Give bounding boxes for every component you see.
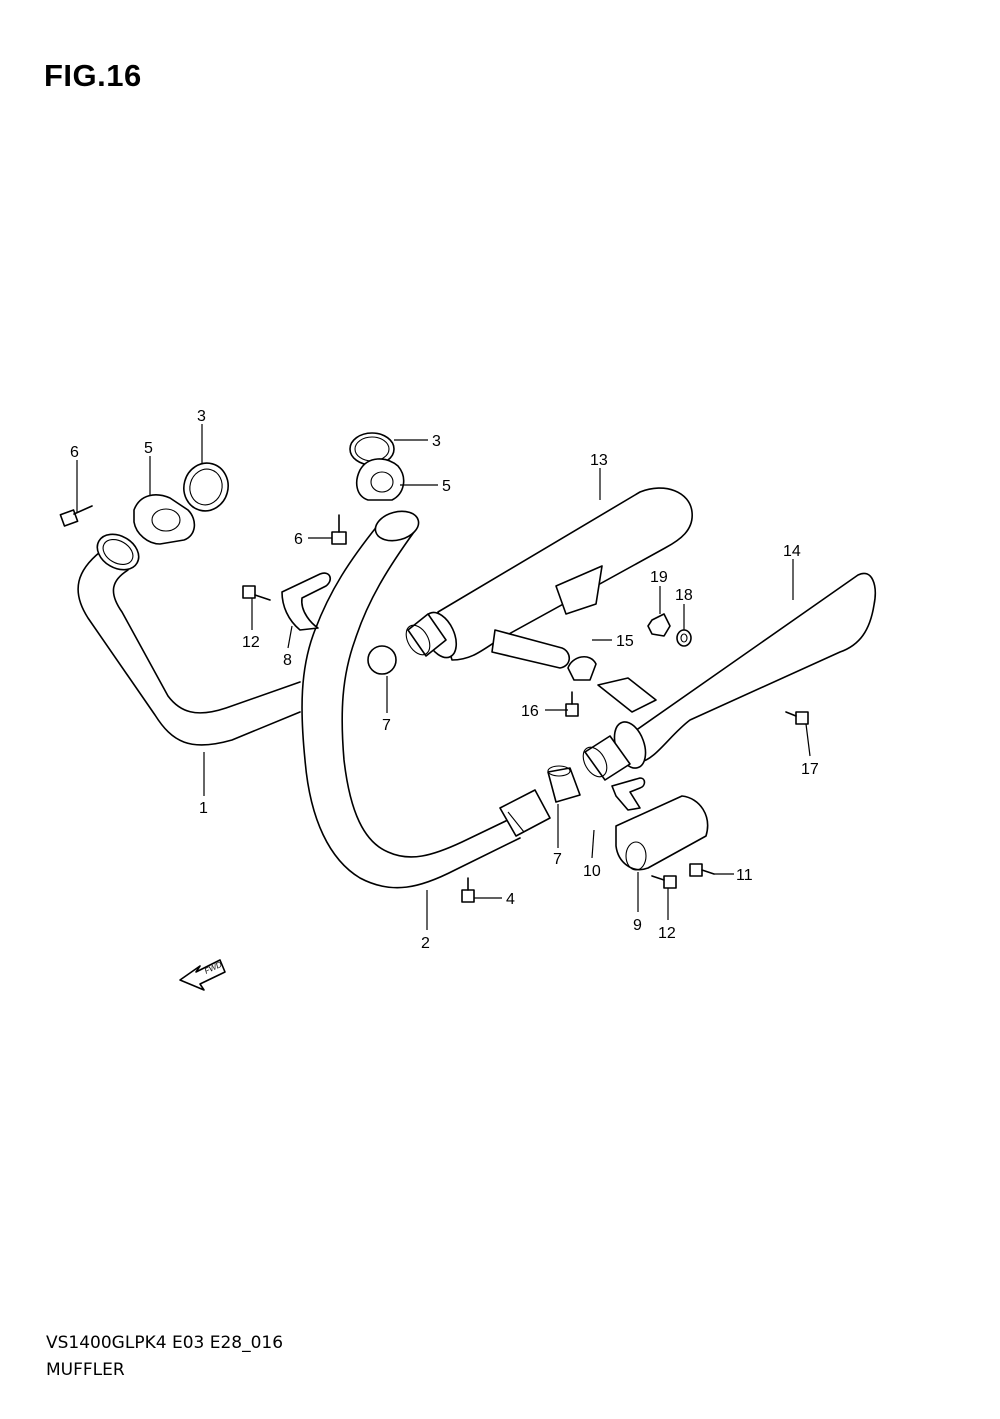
clamp-8 (281, 572, 332, 631)
callout-label: 3 (197, 408, 206, 425)
callout-label: 7 (382, 717, 391, 734)
callout-label: 14 (783, 543, 801, 560)
callout-label: 5 (442, 478, 451, 495)
model-code: VS1400GLPK4 E03 E28_016 (46, 1333, 284, 1353)
bolt-12-right (651, 875, 677, 889)
heat-shield-9 (615, 795, 709, 871)
callout-label: 11 (736, 867, 753, 884)
callout-label: 16 (521, 703, 539, 720)
exhaust-pipe-front (77, 533, 301, 746)
bolt-12-left (242, 585, 271, 601)
callout-label: 4 (506, 891, 515, 908)
sleeve-7-lower (547, 765, 581, 803)
callout-label: 13 (590, 452, 608, 469)
callout-labels: 6 5 3 3 5 6 13 14 19 18 15 12 8 7 16 17 … (70, 408, 819, 952)
bolt-6-right (331, 514, 347, 545)
callout-label: 1 (199, 800, 208, 817)
callout-label: 2 (421, 935, 430, 952)
bolt-17 (785, 711, 809, 725)
leader-lines (76, 424, 811, 930)
washer-18 (676, 629, 692, 647)
callout-label: 7 (553, 851, 562, 868)
bolt-16 (565, 691, 579, 717)
callout-label: 6 (70, 444, 79, 461)
callout-label: 12 (242, 634, 260, 651)
callout-label: 12 (658, 925, 676, 942)
sleeve-7-upper (367, 645, 397, 675)
bolt-6-left (59, 505, 93, 527)
callout-label: 3 (432, 433, 441, 450)
callout-label: 10 (583, 863, 601, 880)
callout-label: 5 (144, 440, 153, 457)
bracket-10 (611, 777, 646, 811)
muffler-upper (422, 487, 693, 669)
fwd-arrow-icon: FWD (179, 959, 226, 991)
callout-label: 19 (650, 569, 668, 586)
callout-label: 15 (616, 633, 634, 650)
callout-label: 9 (633, 917, 642, 934)
figure-title: FIG.16 (44, 58, 142, 93)
clamp-15 (567, 656, 597, 681)
bolt-11 (689, 863, 715, 877)
gasket-upper-left (183, 462, 229, 512)
nut-19 (647, 613, 671, 637)
callout-label: 6 (294, 531, 303, 548)
connector-pipe-upper (405, 613, 447, 657)
bolt-4 (461, 877, 475, 903)
section-name: MUFFLER (46, 1360, 125, 1380)
callout-label: 8 (283, 652, 292, 669)
connector-pipe-lower (582, 735, 631, 781)
callout-label: 18 (675, 587, 693, 604)
flange-right (355, 458, 405, 501)
exhaust-pipe-rear (301, 510, 551, 889)
muffler-lower (597, 572, 876, 769)
callout-label: 17 (801, 761, 819, 778)
flange-left (133, 494, 196, 545)
